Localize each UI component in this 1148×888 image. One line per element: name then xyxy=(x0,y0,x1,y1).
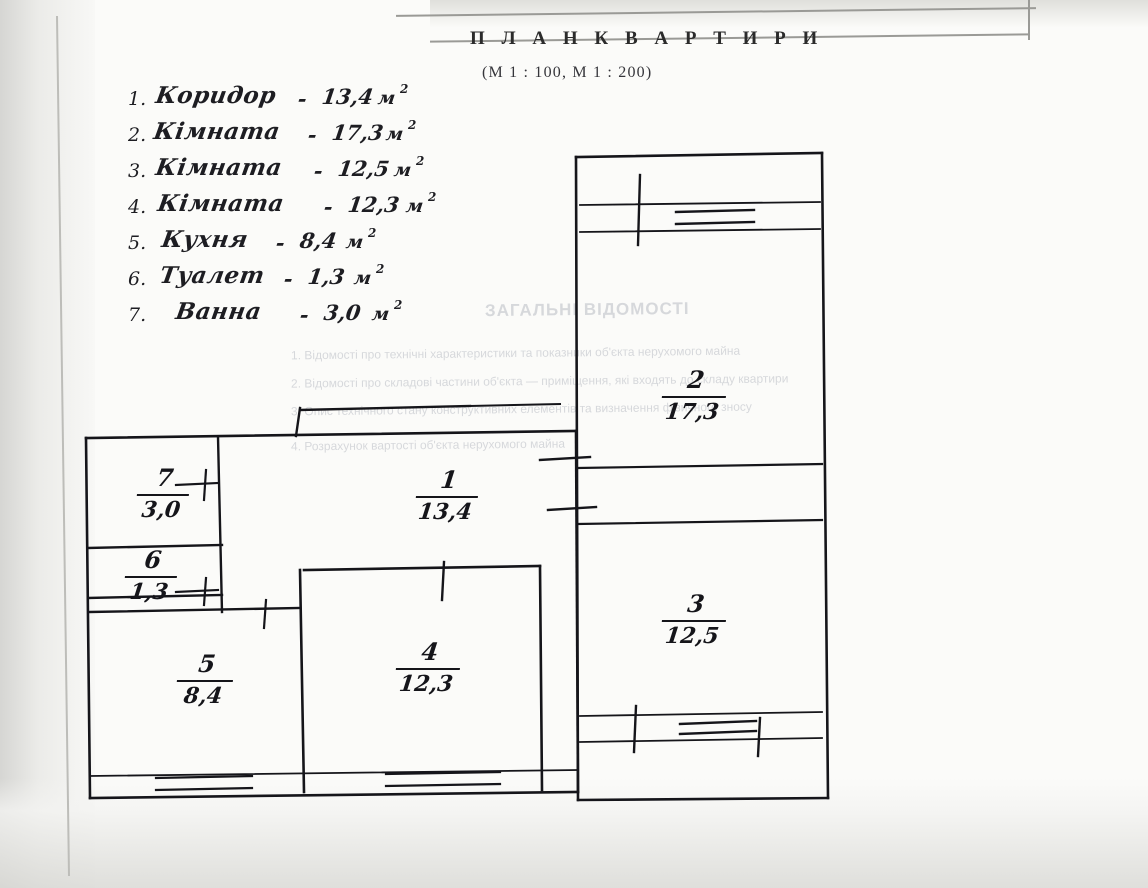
room-label-2: 2 17,3 xyxy=(645,365,744,425)
legend-item-5-number: 5. xyxy=(128,232,147,254)
legend-item-4: 4. Кімната - 12,3 м 2 xyxy=(128,190,588,230)
room-label-4: 4 12,3 xyxy=(379,637,478,697)
room-label-3: 3 12,5 xyxy=(645,589,744,649)
room-3-area: 12,5 xyxy=(663,623,721,649)
legend-item-5-sup: 2 xyxy=(368,226,377,240)
legend-item-4-number: 4. xyxy=(128,196,147,218)
room-2-number: 2 xyxy=(685,365,707,394)
legend-item-3-number: 3. xyxy=(128,160,147,182)
room-legend: 1. Коридор - 13,4 м 2 2. Кімната - 17,3 … xyxy=(128,82,588,338)
room-label-7: 7 3,0 xyxy=(125,463,202,523)
page-title: П Л А Н К В А Р Т И Р И xyxy=(470,28,824,49)
room-label-1: 1 13,4 xyxy=(401,465,494,525)
legend-item-6-number: 6. xyxy=(128,268,147,290)
legend-item-1: 1. Коридор - 13,4 м 2 xyxy=(128,82,588,122)
legend-item-2-sup: 2 xyxy=(408,118,417,132)
legend-item-4-sup: 2 xyxy=(428,190,437,204)
legend-item-7-number: 7. xyxy=(128,304,147,326)
room-5-divider xyxy=(176,680,234,682)
legend-item-1-number: 1. xyxy=(128,88,147,110)
room-7-area: 3,0 xyxy=(140,497,182,523)
room-1-area: 13,4 xyxy=(416,499,474,525)
room-5-area: 8,4 xyxy=(182,683,224,709)
sheet-edge-right xyxy=(1028,0,1030,40)
legend-item-6: 6. Туалет - 1,3 м 2 xyxy=(128,262,588,302)
room-4-area: 12,3 xyxy=(397,671,455,697)
legend-item-5: 5. Кухня - 8,4 м 2 xyxy=(128,226,588,266)
room-4-divider xyxy=(395,668,461,670)
room-5-number: 5 xyxy=(196,649,218,678)
page-subtitle: (М 1 : 100, М 1 : 200) xyxy=(482,64,653,81)
room-7-divider xyxy=(136,494,190,496)
room-1-number: 1 xyxy=(438,465,460,494)
room-2-divider xyxy=(661,396,727,398)
room-1-divider xyxy=(415,496,479,498)
legend-item-2: 2. Кімната - 17,3 м 2 xyxy=(128,118,588,158)
legend-item-7: 7. Ванна - 3,0 м 2 xyxy=(128,298,588,338)
legend-item-7-sup: 2 xyxy=(394,298,403,312)
room-6-area: 1,3 xyxy=(128,579,170,605)
legend-item-3-sup: 2 xyxy=(416,154,425,168)
legend-item-2-number: 2. xyxy=(128,124,147,146)
left-shadow xyxy=(0,0,95,888)
legend-item-3: 3. Кімната - 12,5 м 2 xyxy=(128,154,588,194)
room-label-6: 6 1,3 xyxy=(113,545,190,605)
room-3-divider xyxy=(661,620,727,622)
room-3-number: 3 xyxy=(685,589,707,618)
room-label-5: 5 8,4 xyxy=(163,649,248,709)
legend-item-1-sup: 2 xyxy=(400,82,409,96)
room-6-number: 6 xyxy=(142,545,164,574)
room-7-number: 7 xyxy=(154,463,176,492)
legend-item-6-sup: 2 xyxy=(376,262,385,276)
room-2-area: 17,3 xyxy=(663,399,721,425)
room-6-divider xyxy=(124,576,178,578)
room-4-number: 4 xyxy=(419,637,441,666)
